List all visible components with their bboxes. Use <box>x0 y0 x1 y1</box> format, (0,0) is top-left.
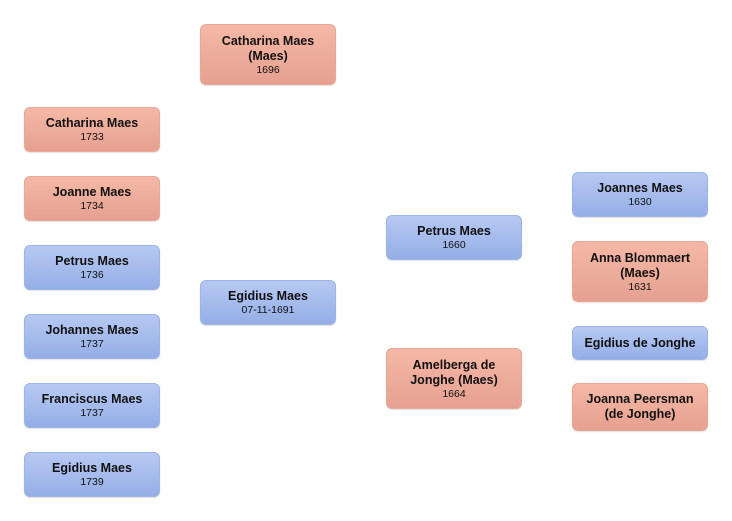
person-name: Anna Blommaert (Maes) <box>589 250 691 280</box>
person-name: Johannes Maes <box>45 323 139 337</box>
person-name: Joannes Maes <box>597 181 683 195</box>
person-date: 1660 <box>442 239 466 251</box>
person-card-egidius-maes-1739[interactable]: Egidius Maes 1739 <box>24 452 160 497</box>
person-card-joanne-maes-1734[interactable]: Joanne Maes 1734 <box>24 176 160 221</box>
person-card-catharina-maes-1696[interactable]: Catharina Maes (Maes) 1696 <box>200 24 336 85</box>
person-card-egidius-de-jonghe[interactable]: Egidius de Jonghe <box>572 326 708 360</box>
person-date: 1733 <box>80 131 104 143</box>
person-date: 1631 <box>628 280 652 293</box>
person-date: 1630 <box>628 196 652 208</box>
person-card-petrus-maes-1660[interactable]: Petrus Maes 1660 <box>386 215 522 260</box>
person-name: Petrus Maes <box>417 224 491 238</box>
person-card-joanna-peersman[interactable]: Joanna Peersman (de Jonghe) <box>572 383 708 431</box>
person-name: Catharina Maes <box>45 116 139 130</box>
person-date: 1664 <box>442 387 466 400</box>
person-name: Egidius de Jonghe <box>584 335 696 350</box>
person-card-joannes-maes-1630[interactable]: Joannes Maes 1630 <box>572 172 708 217</box>
person-date: 1739 <box>80 476 104 488</box>
person-date: 1736 <box>80 269 104 281</box>
person-card-petrus-maes-1736[interactable]: Petrus Maes 1736 <box>24 245 160 290</box>
person-card-anna-blommaert-1631[interactable]: Anna Blommaert (Maes) 1631 <box>572 241 708 302</box>
person-date: 07-11-1691 <box>241 304 295 316</box>
person-name: Joanna Peersman (de Jonghe) <box>586 392 694 421</box>
person-name: Franciscus Maes <box>41 392 143 406</box>
person-date: 1737 <box>80 338 104 350</box>
person-card-franciscus-maes-1737[interactable]: Franciscus Maes 1737 <box>24 383 160 428</box>
person-name: Egidius Maes <box>228 289 308 303</box>
person-name: Egidius Maes <box>52 461 132 475</box>
person-card-catharina-maes-1733[interactable]: Catharina Maes 1733 <box>24 107 160 152</box>
person-card-egidius-maes-1691[interactable]: Egidius Maes 07-11-1691 <box>200 280 336 325</box>
person-date: 1696 <box>256 63 280 76</box>
person-card-amelberga-de-jonghe-1664[interactable]: Amelberga de Jonghe (Maes) 1664 <box>386 348 522 409</box>
person-name: Amelberga de Jonghe (Maes) <box>410 357 498 387</box>
person-card-johannes-maes-1737[interactable]: Johannes Maes 1737 <box>24 314 160 359</box>
person-date: 1734 <box>80 200 104 212</box>
person-name: Petrus Maes <box>55 254 129 268</box>
person-date: 1737 <box>80 407 104 419</box>
person-name: Catharina Maes (Maes) <box>221 33 315 63</box>
person-name: Joanne Maes <box>52 185 132 199</box>
